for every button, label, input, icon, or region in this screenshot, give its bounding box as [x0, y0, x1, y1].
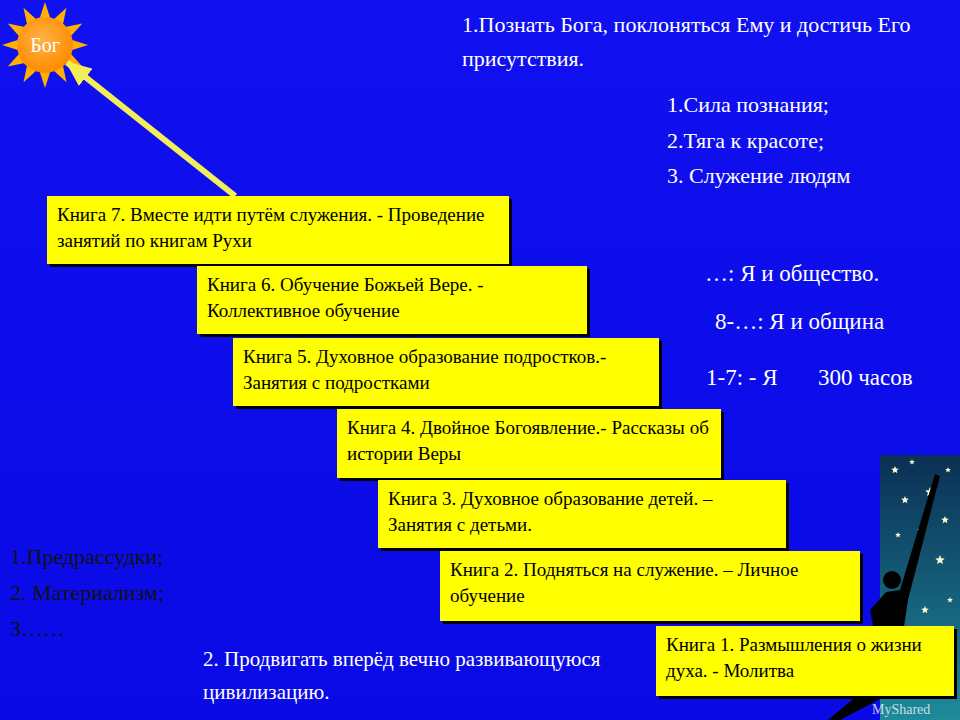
- star: [941, 516, 949, 523]
- sun-ray: [40, 71, 51, 88]
- power-item: 3. Служение людям: [667, 159, 850, 193]
- book-step-box: Книга 5. Духовное образование подростков…: [233, 338, 659, 406]
- book-step-box: Книга 6. Обучение Божьей Вере. - Коллект…: [197, 266, 587, 334]
- book-text: Книга 6. Обучение Божьей Вере. - Коллект…: [207, 272, 577, 323]
- goal-text: 1.Познать Бога, поклоняться Ему и достич…: [462, 8, 912, 76]
- book-step-box: Книга 1. Размышления о жизни духа. - Мол…: [656, 626, 954, 696]
- book-text: Книга 7. Вместе идти путём служения. - П…: [57, 202, 499, 253]
- sun-circle: Бог: [17, 17, 73, 73]
- level-note: …: Я и общество.: [705, 256, 879, 292]
- book-text: Книга 2. Подняться на служение. – Личное…: [450, 557, 850, 608]
- star: [947, 597, 953, 602]
- star: [895, 532, 901, 537]
- sun-rays: [2, 2, 88, 88]
- power-item: 2.Тяга к красоте;: [667, 124, 824, 158]
- level-note: 1-7: - Я: [706, 360, 778, 396]
- book-text: Книга 4. Двойное Богоявление.- Рассказы …: [347, 415, 711, 466]
- hours-note: 300 часов: [818, 360, 913, 396]
- book-text: Книга 3. Духовное образование детей. – З…: [388, 486, 776, 537]
- star: [935, 555, 945, 564]
- book-text: Книга 1. Размышления о жизни духа. - Мол…: [666, 632, 944, 683]
- book-step-box: Книга 3. Духовное образование детей. – З…: [378, 480, 786, 548]
- book-text: Книга 5. Духовное образование подростков…: [243, 344, 649, 395]
- obstacle-item: 1.Предрассудки;: [10, 540, 163, 574]
- book-step-box: Книга 7. Вместе идти путём служения. - П…: [47, 196, 509, 264]
- book-step-box: Книга 4. Двойное Богоявление.- Рассказы …: [337, 409, 721, 478]
- ascent-arrow: [67, 62, 235, 196]
- book-step-box: Книга 2. Подняться на служение. – Личное…: [440, 551, 860, 621]
- star: [891, 466, 899, 473]
- sun-ray: [71, 40, 88, 51]
- watermark: MyShared: [872, 699, 930, 720]
- goal-text: 2. Продвигать вперёд вечно развивающуюся…: [203, 643, 623, 708]
- obstacle-item: 3……: [10, 612, 65, 646]
- star: [945, 467, 951, 472]
- obstacle-item: 2. Материализм;: [10, 576, 164, 610]
- power-item: 1.Сила познания;: [667, 88, 829, 122]
- sun-label: Бог: [30, 34, 60, 57]
- level-note: 8-…: Я и община: [715, 304, 884, 340]
- star: [909, 459, 915, 464]
- star: [901, 496, 909, 503]
- star: [921, 606, 929, 613]
